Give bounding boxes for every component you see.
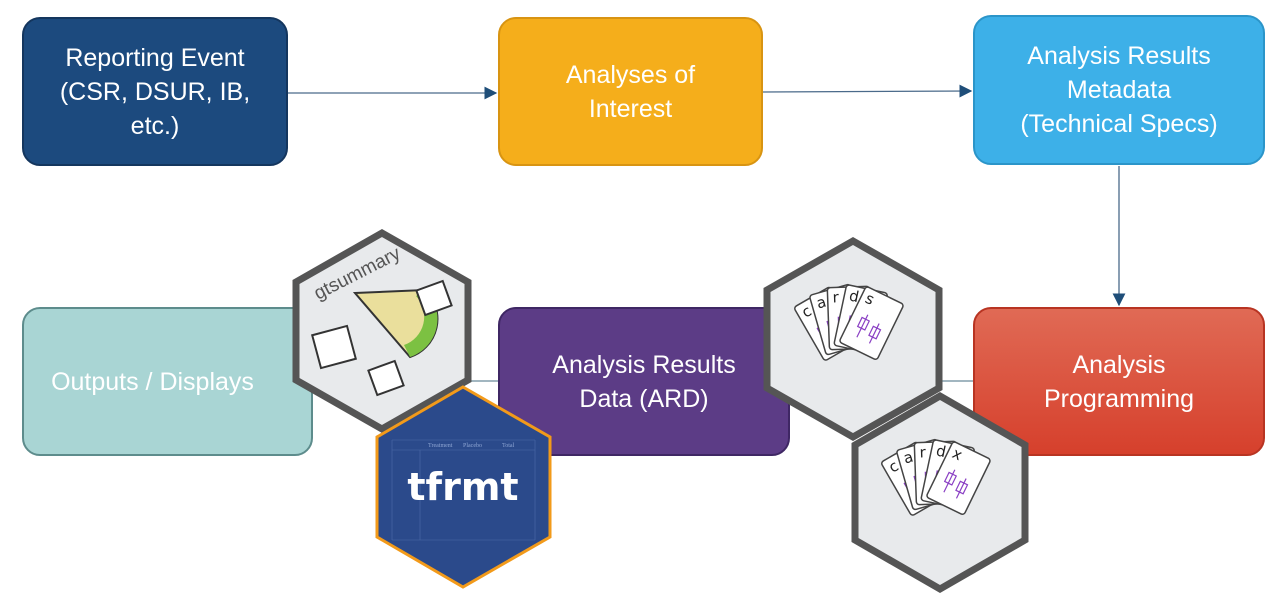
gtsummary-logo: gtsummary xyxy=(292,228,472,434)
card-letter: r xyxy=(919,443,927,461)
card-letter: r xyxy=(832,288,840,306)
analysis-programming-box: Analysis Programming xyxy=(973,307,1265,456)
tfrmt-header-placebo: Placebo xyxy=(463,443,482,449)
card: s xyxy=(839,286,904,361)
arrow-analyses-to-arm xyxy=(762,84,973,98)
tfrmt-header-treatment: Treatment xyxy=(428,443,453,449)
tfrmt-logo-text: tfrmt xyxy=(407,465,518,509)
tfrmt-logo: Treatment Placebo Total tfrmt xyxy=(375,385,552,589)
card: x xyxy=(926,441,991,516)
outputs-displays-box: Outputs / Displays xyxy=(22,307,313,456)
reporting-event-box: Reporting Event (CSR, DSUR, IB, etc.) xyxy=(22,17,288,166)
card-letter: d xyxy=(935,442,948,462)
analysis-results-data-box: Analysis Results Data (ARD) xyxy=(498,307,790,456)
card-letter: d xyxy=(848,287,861,307)
analysis-results-metadata-box: Analysis Results Metadata (Technical Spe… xyxy=(973,15,1265,165)
tfrmt-header-total: Total xyxy=(502,443,515,449)
analyses-of-interest-box: Analyses of Interest xyxy=(498,17,763,166)
